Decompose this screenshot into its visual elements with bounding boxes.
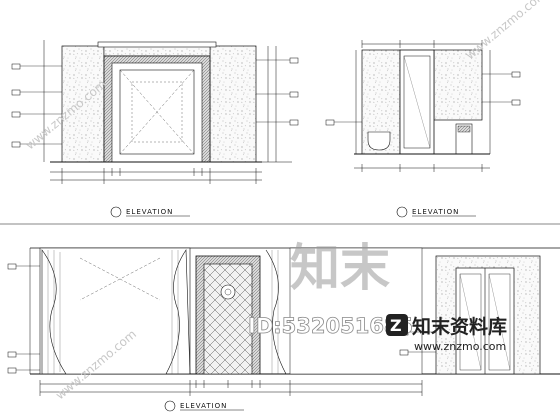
logo-badge (386, 314, 408, 336)
logo-glyph: Z (390, 316, 402, 335)
watermark-brand-mark: 知末 (290, 239, 390, 297)
elevation-symbol-3 (164, 400, 176, 412)
left-panel (39, 247, 191, 375)
watermark-url: www.znzmo.com (414, 340, 506, 353)
callout-tags-left (11, 63, 62, 148)
watermark-brand-name: 知末资料库 (412, 315, 507, 338)
panel-center (131, 81, 183, 143)
elevation-symbol-2 (396, 206, 408, 218)
elevation-3: ELEVATION (7, 247, 560, 412)
mirror-medallion (220, 284, 236, 300)
lintel (97, 41, 217, 48)
wall-right (209, 45, 257, 163)
watermark-diagonal-right: www.znzmo.com (463, 0, 549, 62)
elevation-2: ELEVATION (325, 40, 521, 218)
elevation-title-2: ELEVATION (412, 208, 459, 216)
wall-left (61, 45, 105, 163)
callout-tags-3 (7, 263, 436, 374)
callout-tags-right (256, 57, 299, 126)
wall-right-2 (433, 49, 483, 121)
elevation-title-3: ELEVATION (180, 402, 227, 410)
watermark-id-code: ID:532051685 (248, 314, 413, 338)
elevation-symbol-1 (110, 206, 122, 218)
elevation-1: ELEVATION (11, 40, 299, 218)
toilet (367, 131, 391, 151)
elevation-title-1: ELEVATION (126, 208, 173, 216)
callout-tags-2 (325, 71, 521, 126)
curtain-left (41, 249, 67, 375)
wall-top (103, 45, 211, 57)
